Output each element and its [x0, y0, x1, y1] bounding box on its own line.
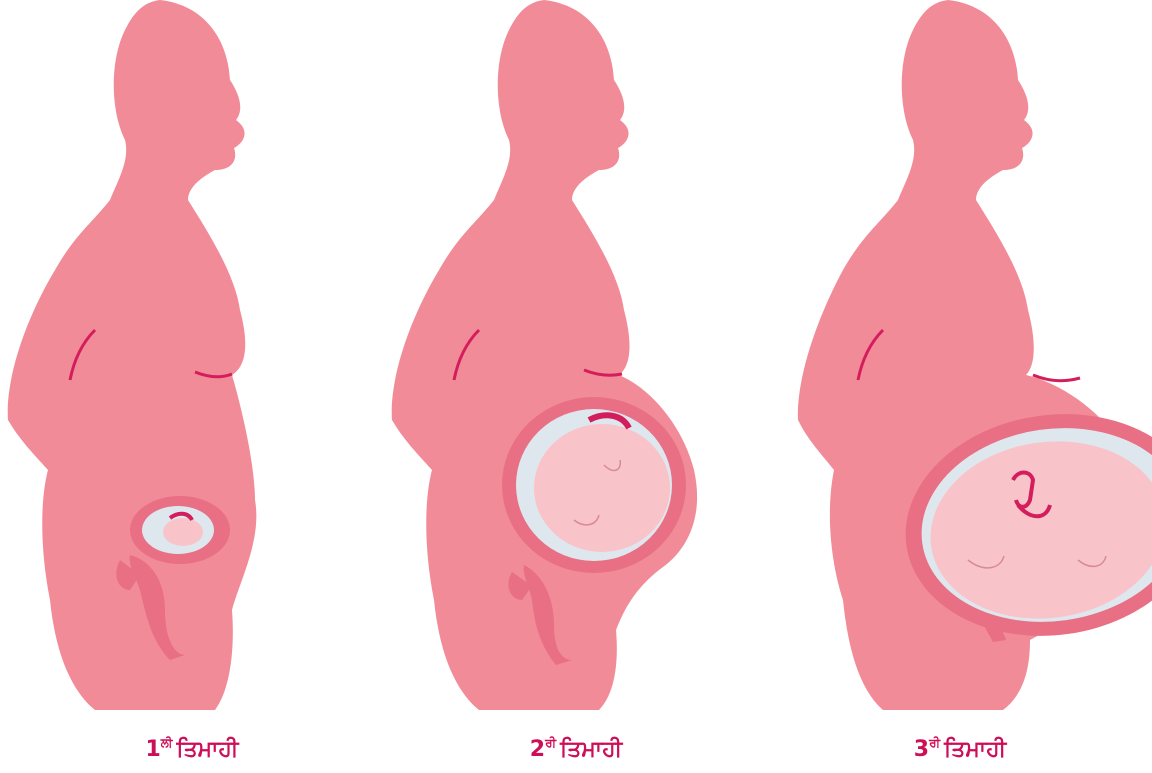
stage-label: ਤਿਮਾਹੀ [560, 737, 622, 762]
stage-number: 3 [914, 737, 929, 762]
stage-number: 2 [530, 737, 545, 762]
stage-caption: 1ਲੀਤਿਮਾਹੀ [0, 728, 384, 765]
stage-label: ਤਿਮਾਹੀ [944, 737, 1006, 762]
stage-1: 1ਲੀਤਿਮਾਹੀ [0, 0, 384, 773]
third-trimester-silhouette-icon [768, 0, 1152, 773]
stage-ordinal-suffix: ਰੀ [929, 736, 940, 750]
stage-3: 3ਰੀ ਤਿਮਾਹੀ [768, 0, 1152, 773]
first-trimester-silhouette-icon [0, 0, 384, 773]
stage-ordinal-suffix: ਲੀ [161, 736, 173, 750]
stage-ordinal-suffix: ਰੀ [545, 736, 556, 750]
stage-caption: 2ਰੀ ਤਿਮਾਹੀ [384, 728, 768, 765]
stage-number: 1 [145, 737, 160, 762]
stage-2: 2ਰੀ ਤਿਮਾਹੀ [384, 0, 768, 773]
stage-caption: 3ਰੀ ਤਿਮਾਹੀ [768, 728, 1152, 765]
second-trimester-silhouette-icon [384, 0, 768, 773]
stage-label: ਤਿਮਾਹੀ [176, 737, 238, 762]
